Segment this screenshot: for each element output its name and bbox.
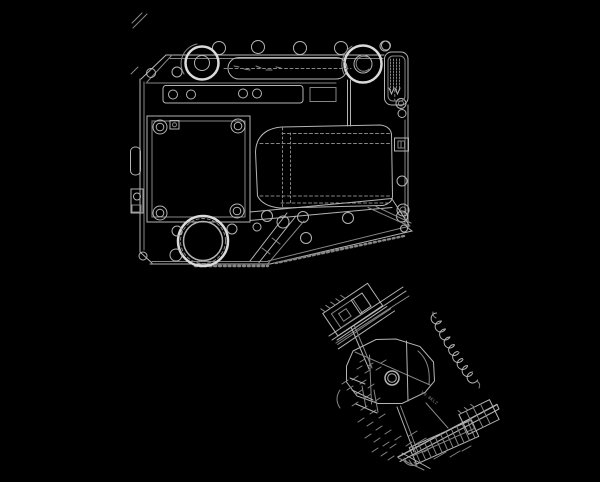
bearing-boss-left: [180, 43, 220, 81]
corner-hole: [138, 251, 148, 261]
thread-hidden-lines: [390, 58, 400, 91]
plate-key: [169, 120, 180, 130]
upper-bolt-bar: [145, 82, 337, 104]
slot-drain-lines: [347, 79, 351, 127]
bearing-boss-right: [341, 44, 383, 84]
sump-pocket: [254, 124, 394, 209]
right-side-ports: [394, 98, 410, 233]
left-edge-features: [130, 12, 148, 214]
serrated-edge: [274, 234, 406, 265]
top-left-corner-bolts: [146, 66, 183, 78]
bracket-teeth: [320, 294, 346, 313]
detail-toothed-cluster: [397, 398, 500, 471]
part-number-stamp: W9.8KL2: [420, 390, 439, 406]
detail-stem: [350, 325, 373, 370]
detail-lower-stem: [396, 402, 449, 453]
isometric-detail-view: W9.8KL2: [320, 282, 500, 471]
arrow-marks: [388, 87, 401, 96]
diagonal-strut: [249, 212, 312, 264]
leader-mark: [131, 12, 148, 29]
mounting-plate: [146, 115, 251, 223]
slot-feature: [223, 57, 352, 127]
plate-corner-bolts: [152, 118, 246, 221]
detail-hatch-texture: [336, 375, 402, 461]
detail-body: [346, 338, 436, 405]
detail-bracket: [320, 282, 396, 350]
detail-bore: [384, 370, 400, 386]
detail-scallop-chain: [430, 311, 481, 389]
top-right-bracket: [381, 40, 409, 106]
top-flange-bolt-holes: [212, 40, 391, 55]
lower-bearing-bore: [169, 214, 262, 268]
main-orthographic-view: [130, 12, 414, 268]
